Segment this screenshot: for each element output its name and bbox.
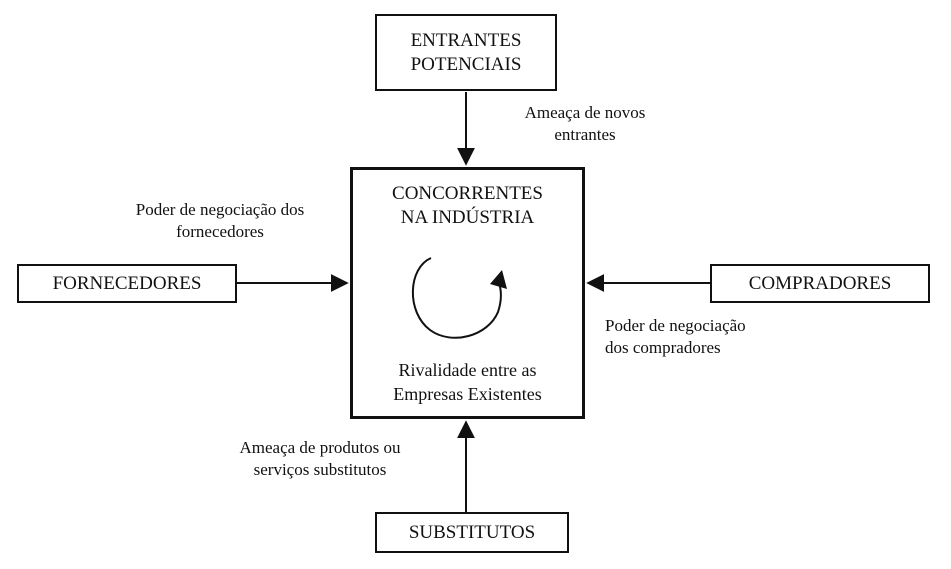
threat-substitutes-label: Ameaça de produtos ou serviços substitut… bbox=[205, 437, 435, 481]
substitutos-box: SUBSTITUTOS bbox=[375, 512, 569, 553]
threat-substitutes-line-1: Ameaça de produtos ou bbox=[239, 438, 401, 457]
rivalidade-line-1: Rivalidade entre as bbox=[398, 360, 537, 380]
compradores-box: COMPRADORES bbox=[710, 264, 930, 303]
entrantes-line-1: ENTRANTES bbox=[410, 29, 522, 51]
fornecedores-label: FORNECEDORES bbox=[52, 272, 202, 294]
threat-new-entrants-line-2: entrantes bbox=[554, 125, 616, 144]
threat-new-entrants-label: Ameaça de novos entrantes bbox=[500, 102, 670, 146]
buyer-power-line-1: Poder de negociação bbox=[605, 316, 746, 335]
threat-new-entrants-line-1: Ameaça de novos bbox=[524, 103, 646, 122]
buyer-power-label: Poder de negociação dos compradores bbox=[605, 315, 805, 359]
rivalidade-line-2: Empresas Existentes bbox=[393, 384, 542, 404]
concorrentes-box: CONCORRENTES NA INDÚSTRIA Rivalidade ent… bbox=[350, 167, 585, 419]
threat-substitutes-line-2: serviços substitutos bbox=[253, 460, 387, 479]
concorrentes-line-1: CONCORRENTES bbox=[392, 183, 543, 204]
fornecedores-box: FORNECEDORES bbox=[17, 264, 237, 303]
supplier-power-line-2: fornecedores bbox=[176, 222, 264, 241]
supplier-power-label: Poder de negociação dos fornecedores bbox=[100, 199, 340, 243]
supplier-power-line-1: Poder de negociação dos bbox=[135, 200, 305, 219]
substitutos-label: SUBSTITUTOS bbox=[408, 521, 536, 543]
entrantes-potenciais-box: ENTRANTES POTENCIAIS bbox=[375, 14, 557, 91]
concorrentes-line-2: NA INDÚSTRIA bbox=[400, 207, 535, 228]
circular-arrow-icon bbox=[411, 257, 507, 339]
compradores-label: COMPRADORES bbox=[748, 272, 892, 294]
entrantes-line-2: POTENCIAIS bbox=[410, 53, 522, 75]
buyer-power-line-2: dos compradores bbox=[605, 338, 721, 357]
